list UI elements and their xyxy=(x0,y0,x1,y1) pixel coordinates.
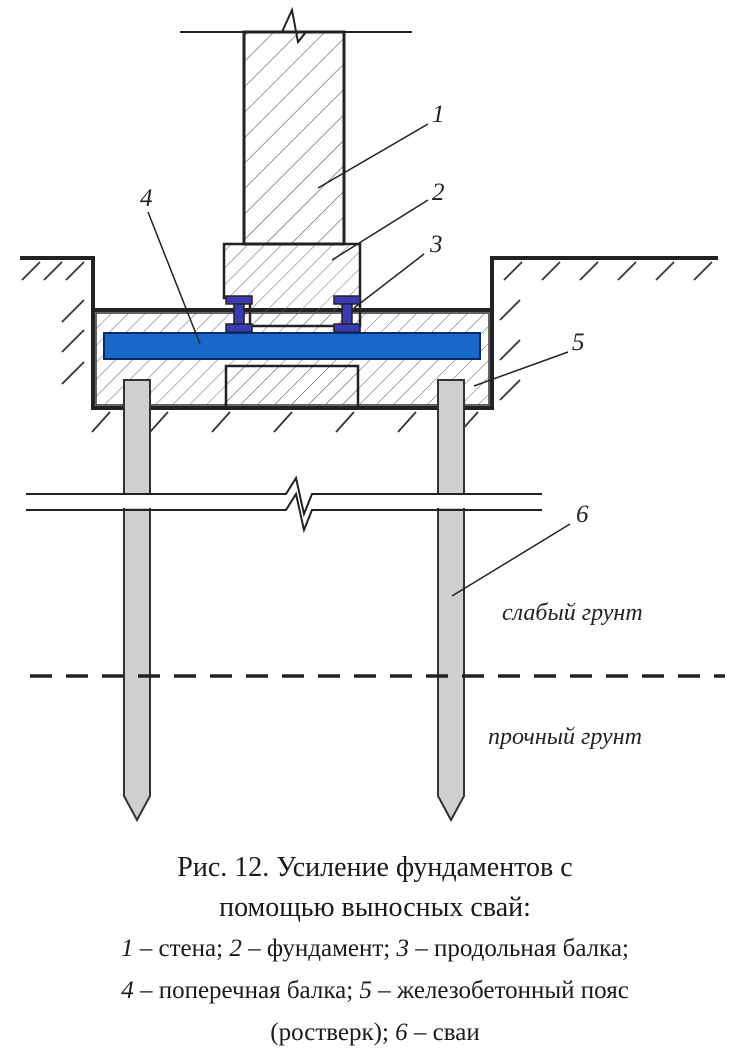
longitudinal-beam xyxy=(225,295,361,333)
legend-text: (ростверк); xyxy=(270,1019,396,1046)
legend-num: 5 xyxy=(359,977,372,1004)
legend-text: – продольная балка; xyxy=(409,935,629,962)
transverse-beam xyxy=(103,332,481,360)
soil-hatching xyxy=(21,261,713,433)
foundation-reinforcement-diagram: 1 2 3 4 5 6 слабый грунт прочный грунт xyxy=(20,6,725,823)
legend-text: – стена; xyxy=(133,935,230,962)
legend-num: 6 xyxy=(395,1019,408,1046)
caption-legend-line-2: 4 – поперечная балка; 5 – железобетонный… xyxy=(0,970,750,1012)
legend-text: – железобетонный пояс xyxy=(371,977,629,1004)
strong-soil-label: прочный грунт xyxy=(488,724,642,750)
caption-title-line-2: помощью выносных свай: xyxy=(219,892,531,923)
caption-title-line-1: Рис. 12. Усиление фундаментов с xyxy=(177,852,573,883)
figure-caption: Рис. 12. Усиление фундаментов с помощью … xyxy=(0,848,750,1054)
callout-2: 2 xyxy=(432,179,445,206)
break-line xyxy=(26,475,542,534)
legend-num: 4 xyxy=(121,977,134,1004)
caption-legend-line-3: (ростверк); 6 – сваи xyxy=(0,1012,750,1054)
callout-3: 3 xyxy=(429,231,443,258)
legend-num: 1 xyxy=(121,935,134,962)
legend-text: – сваи xyxy=(407,1019,480,1046)
piles xyxy=(123,379,465,823)
legend-text: – поперечная балка; xyxy=(133,977,360,1004)
weak-soil-label: слабый грунт xyxy=(502,600,643,626)
callout-1: 1 xyxy=(432,101,445,128)
legend-num: 3 xyxy=(396,935,410,962)
legend-num: 2 xyxy=(229,935,242,962)
ground-surface xyxy=(20,256,718,310)
leader-lines xyxy=(147,123,571,597)
foundation xyxy=(222,242,362,410)
legend-text: – фундамент; xyxy=(241,935,397,962)
wall xyxy=(180,6,412,246)
caption-legend-line-1: 1 – стена; 2 – фундамент; 3 – продольная… xyxy=(0,928,750,970)
callout-6: 6 xyxy=(576,501,589,528)
callout-5: 5 xyxy=(572,329,585,356)
callout-4: 4 xyxy=(140,185,153,212)
